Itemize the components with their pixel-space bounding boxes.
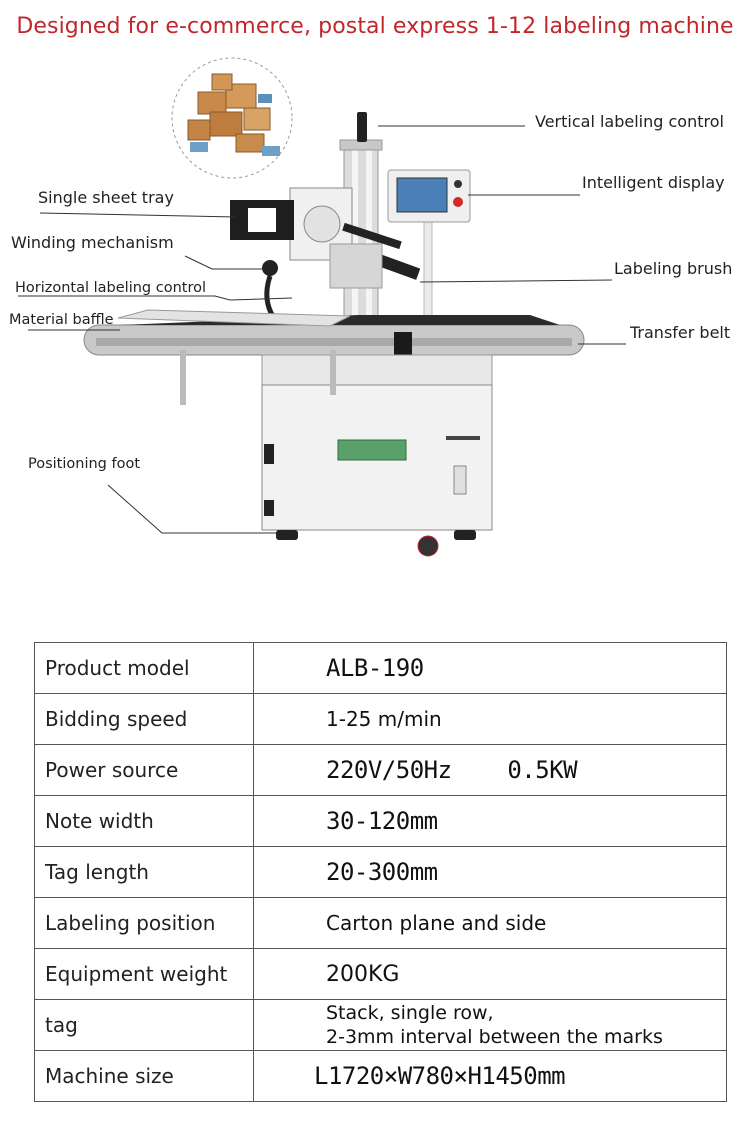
- spec-key: Machine size: [34, 1050, 254, 1102]
- machine-illustration: [18, 57, 626, 557]
- spec-value: 1-25 m/min: [253, 693, 727, 745]
- callout-material-baffle: Material baffle: [9, 312, 114, 328]
- callout-single-sheet-tray: Single sheet tray: [38, 188, 174, 207]
- table-row: Bidding speed 1-25 m/min: [34, 693, 727, 745]
- table-row: tag Stack, single row, 2-3mm interval be…: [34, 999, 727, 1051]
- spec-value: ALB-190: [253, 642, 727, 694]
- table-row: Power source 220V/50Hz 0.5KW: [34, 744, 727, 796]
- callout-positioning-foot: Positioning foot: [28, 456, 141, 472]
- spec-key: Power source: [34, 744, 254, 796]
- spec-value-line2: 2-3mm interval between the marks: [326, 1026, 663, 1048]
- callout-horizontal-labeling-control: Horizontal labeling control: [15, 280, 207, 296]
- table-row: Labeling position Carton plane and side: [34, 897, 727, 949]
- spec-key: Equipment weight: [34, 948, 254, 1000]
- spec-value: 20-300mm: [253, 846, 727, 898]
- callout-transfer-belt: Transfer belt: [630, 323, 731, 342]
- callout-intelligent-display: Intelligent display: [582, 173, 725, 192]
- spec-key: Product model: [34, 642, 254, 694]
- spec-key: tag: [34, 999, 254, 1051]
- spec-value: L1720×W780×H1450mm: [253, 1050, 727, 1102]
- leader-lines: [18, 125, 626, 534]
- table-row: Tag length 20-300mm: [34, 846, 727, 898]
- callout-vertical-labeling-control: Vertical labeling control: [535, 112, 724, 131]
- cartons-inset: [171, 57, 293, 179]
- callout-labeling-brush: Labeling brush: [614, 259, 733, 278]
- spec-key: Note width: [34, 795, 254, 847]
- callout-winding-mechanism: Winding mechanism: [11, 233, 174, 252]
- page-title: Designed for e-commerce, postal express …: [16, 14, 734, 39]
- spec-value: Carton plane and side: [253, 897, 727, 949]
- spec-key: Bidding speed: [34, 693, 254, 745]
- table-row: Equipment weight 200KG: [34, 948, 727, 1000]
- spec-value: 200KG: [253, 948, 727, 1000]
- spec-value: 220V/50Hz 0.5KW: [253, 744, 727, 796]
- table-row: Note width 30-120mm: [34, 795, 727, 847]
- spec-value: Stack, single row, 2-3mm interval betwee…: [253, 999, 727, 1051]
- table-row: Product model ALB-190: [34, 642, 727, 694]
- spec-key: Tag length: [34, 846, 254, 898]
- table-row: Machine size L1720×W780×H1450mm: [34, 1050, 727, 1102]
- spec-value: 30-120mm: [253, 795, 727, 847]
- spec-value-line1: Stack, single row,: [326, 1002, 494, 1024]
- spec-table: Product model ALB-190 Bidding speed 1-25…: [34, 642, 727, 1102]
- spec-key: Labeling position: [34, 897, 254, 949]
